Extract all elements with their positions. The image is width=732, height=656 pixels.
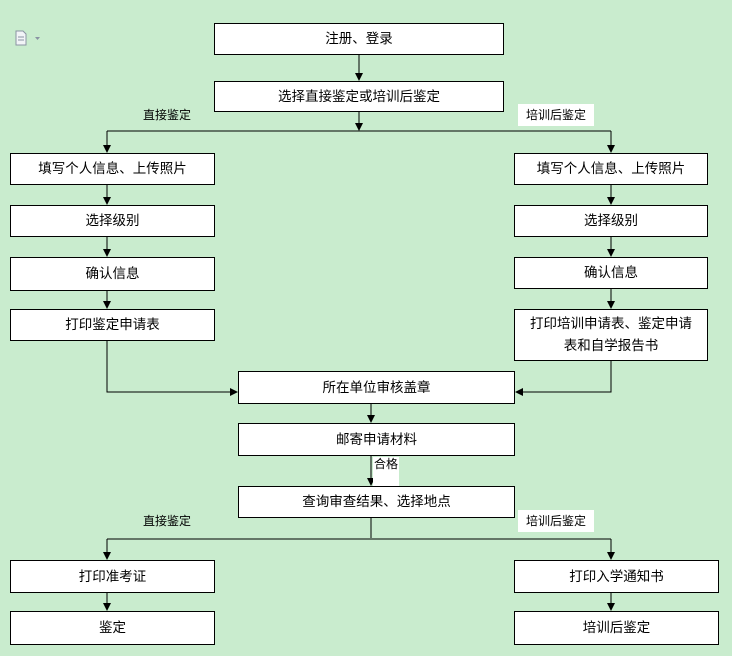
unit-review-text: 所在单位审核盖章 (322, 379, 431, 396)
appraisal-box: 鉴定 (10, 611, 215, 645)
left-print-box: 打印鉴定申请表 (10, 309, 215, 341)
query-result-box: 查询审查结果、选择地点 (238, 486, 515, 518)
pass-label: 合格 (373, 457, 399, 486)
choose-type-text: 选择直接鉴定或培训后鉴定 (278, 88, 440, 105)
right-fill-info-box: 填写个人信息、上传照片 (514, 153, 708, 185)
right-select-level-box: 选择级别 (514, 205, 708, 237)
mail-materials-text: 邮寄申请材料 (336, 431, 417, 448)
query-result-text: 查询审查结果、选择地点 (302, 494, 451, 510)
mail-materials-box: 邮寄申请材料 (238, 423, 515, 456)
print-admission-text: 打印准考证 (78, 568, 147, 585)
label-training-bottom: 培训后鉴定 (518, 510, 595, 532)
right-print-box: 打印培训申请表、鉴定申请表和自学报告书 (514, 309, 708, 361)
label-direct-bottom: 直接鉴定 (143, 514, 192, 528)
right-print-text: 打印培训申请表、鉴定申请表和自学报告书 (530, 316, 692, 354)
appraisal-text: 鉴定 (99, 620, 126, 636)
left-select-level-text: 选择级别 (85, 213, 140, 229)
choose-type-box: 选择直接鉴定或培训后鉴定 (214, 81, 504, 112)
label-direct-top: 直接鉴定 (143, 108, 192, 122)
register-login-box: 注册、登录 (214, 23, 504, 55)
left-select-level-box: 选择级别 (10, 205, 215, 237)
label-training-top: 培训后鉴定 (518, 104, 595, 126)
print-notice-text: 打印入学通知书 (569, 568, 664, 585)
left-confirm-box: 确认信息 (10, 257, 215, 291)
print-notice-box: 打印入学通知书 (514, 560, 719, 593)
right-confirm-box: 确认信息 (514, 257, 708, 289)
left-fill-info-text: 填写个人信息、上传照片 (38, 161, 187, 177)
left-print-text: 打印鉴定申请表 (65, 317, 160, 333)
right-confirm-text: 确认信息 (584, 265, 638, 281)
left-fill-info-box: 填写个人信息、上传照片 (10, 153, 215, 185)
right-fill-info-text: 填写个人信息、上传照片 (536, 161, 686, 177)
post-training-appraisal-text: 培训后鉴定 (582, 620, 651, 636)
unit-review-box: 所在单位审核盖章 (238, 371, 515, 404)
print-admission-box: 打印准考证 (10, 560, 215, 593)
right-select-level-text: 选择级别 (584, 213, 638, 229)
post-training-appraisal-box: 培训后鉴定 (514, 611, 719, 645)
register-login-text: 注册、登录 (325, 31, 393, 47)
document-icon (15, 30, 43, 50)
left-confirm-text: 确认信息 (85, 266, 140, 282)
